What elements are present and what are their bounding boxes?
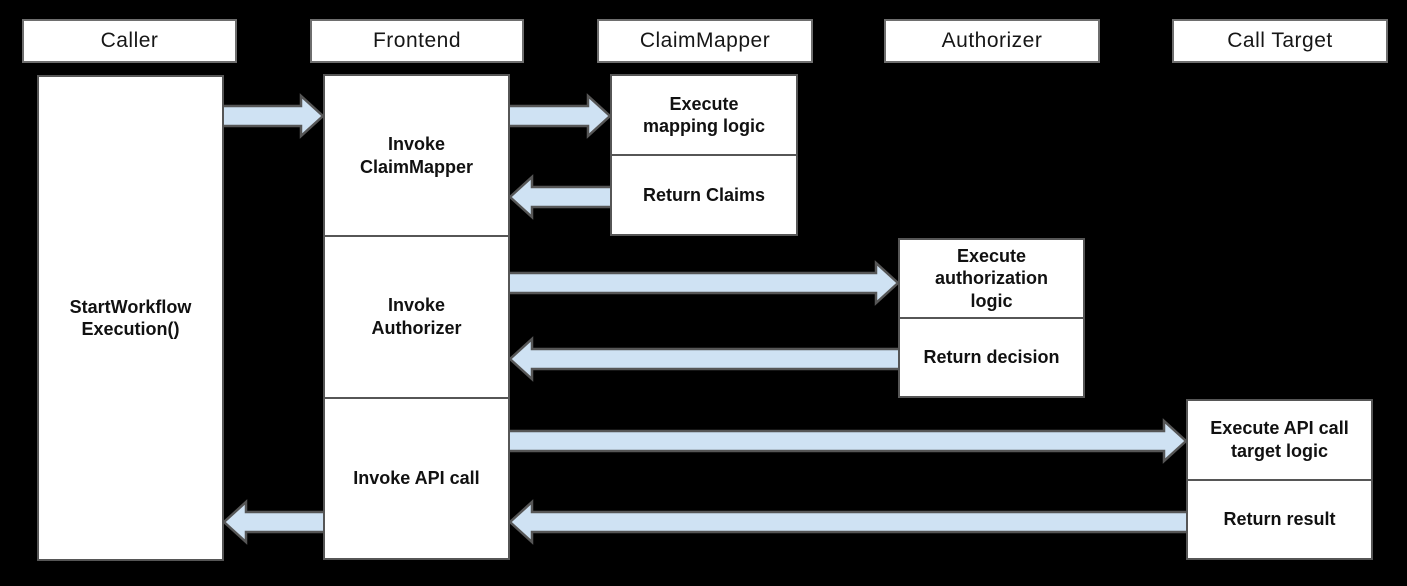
actor-label-frontend: Frontend bbox=[372, 29, 462, 52]
message-arrow-call-target-return-to-frontend bbox=[508, 499, 1190, 545]
task-execute-authorization-logic: Execute authorization logic bbox=[900, 240, 1083, 317]
actor-label-authorizer: Authorizer bbox=[941, 29, 1043, 52]
task-label: Return decision bbox=[923, 347, 1060, 368]
task-label: Execute API call target logic bbox=[1210, 418, 1349, 461]
task-label: Invoke Authorizer bbox=[371, 295, 462, 338]
message-arrow-claimmapper-return-to-frontend bbox=[508, 174, 614, 220]
task-label: Return result bbox=[1223, 509, 1336, 529]
actor-header-caller: Caller bbox=[22, 19, 237, 63]
task-execute-api-call-target-logic: Execute API call target logic bbox=[1188, 401, 1371, 479]
actor-label-call-target: Call Target bbox=[1227, 29, 1333, 52]
actor-header-call-target: Call Target bbox=[1172, 19, 1388, 63]
task-label: Execute mapping logic bbox=[642, 93, 765, 137]
message-arrow-authorizer-return-to-frontend bbox=[508, 336, 902, 382]
task-label: StartWorkflow Execution() bbox=[69, 296, 192, 340]
task-start-workflow-execution: StartWorkflow Execution() bbox=[39, 77, 222, 559]
task-label: Invoke ClaimMapper bbox=[359, 134, 474, 177]
actor-header-authorizer: Authorizer bbox=[884, 19, 1100, 63]
task-label: Execute authorization logic bbox=[935, 245, 1048, 311]
activation-call-target: Execute API call target logic Return res… bbox=[1186, 399, 1373, 560]
task-return-result: Return result bbox=[1188, 478, 1371, 559]
message-arrow-frontend-to-claimmapper bbox=[506, 93, 612, 139]
message-arrow-frontend-to-call-target bbox=[506, 418, 1188, 464]
task-label: Return Claims bbox=[642, 184, 766, 205]
task-invoke-authorizer: Invoke Authorizer bbox=[325, 235, 508, 396]
task-invoke-claimmapper: Invoke ClaimMapper bbox=[325, 76, 508, 235]
message-arrow-frontend-to-authorizer bbox=[506, 260, 900, 306]
task-execute-mapping-logic: Execute mapping logic bbox=[612, 76, 796, 154]
task-invoke-api-call: Invoke API call bbox=[325, 396, 508, 558]
actor-header-frontend: Frontend bbox=[310, 19, 524, 63]
actor-label-claimmapper: ClaimMapper bbox=[639, 29, 771, 52]
task-label: Invoke API call bbox=[353, 468, 480, 489]
activation-frontend: Invoke ClaimMapper Invoke Authorizer Inv… bbox=[323, 74, 510, 560]
message-arrow-frontend-return-to-caller bbox=[222, 499, 329, 545]
message-arrow-caller-to-frontend bbox=[220, 93, 325, 139]
actor-header-claimmapper: ClaimMapper bbox=[597, 19, 813, 63]
activation-claimmapper: Execute mapping logic Return Claims bbox=[610, 74, 798, 236]
activation-caller: StartWorkflow Execution() bbox=[37, 75, 224, 561]
actor-label-caller: Caller bbox=[100, 29, 159, 52]
task-return-claims: Return Claims bbox=[612, 154, 796, 234]
task-return-decision: Return decision bbox=[900, 317, 1083, 396]
activation-authorizer: Execute authorization logic Return decis… bbox=[898, 238, 1085, 398]
